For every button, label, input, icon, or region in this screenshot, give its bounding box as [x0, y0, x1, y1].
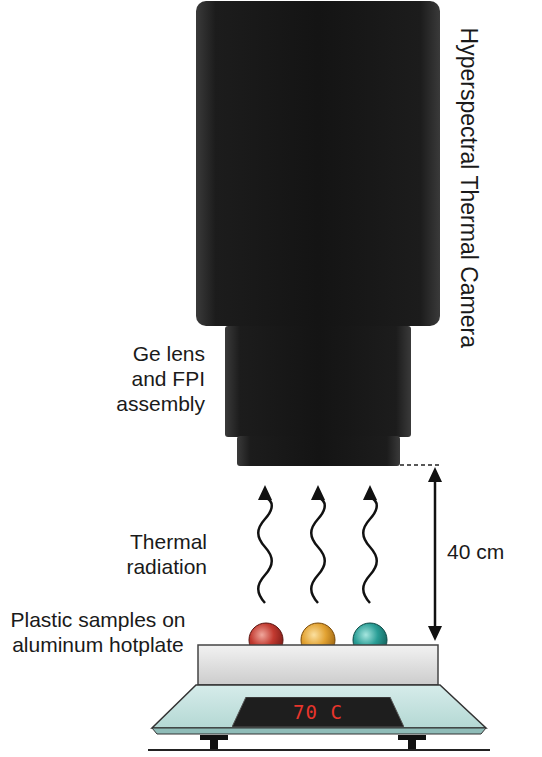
- sample-label: Plastic samples on aluminum hotplate: [2, 607, 194, 657]
- dimension-arrowhead: [428, 626, 442, 641]
- arrowhead: [363, 485, 377, 500]
- display-reading: 70 C: [293, 701, 343, 723]
- camera-label: Hyperspectral Thermal Camera: [454, 28, 482, 348]
- hotplate-foot: [210, 739, 218, 749]
- radiation-arrow: [363, 485, 377, 603]
- wave-line: [258, 497, 272, 603]
- dimension-line: [434, 480, 437, 628]
- wave-line: [311, 497, 325, 603]
- dimension-arrowhead: [428, 467, 442, 482]
- ground-line: [148, 749, 490, 751]
- wave-line: [363, 497, 377, 603]
- lens-assembly: [225, 326, 411, 437]
- hotplate-top: [152, 685, 486, 728]
- hotplate-edge: [152, 728, 486, 734]
- dimension-label: 40 cm: [447, 539, 537, 564]
- camera-body: [196, 1, 440, 326]
- display-panel: [232, 697, 404, 727]
- arrowhead: [311, 485, 325, 500]
- radiation-label: Thermal radiation: [95, 529, 207, 579]
- temperature-display: 70 C: [232, 697, 404, 727]
- dimension-extension: [400, 464, 440, 466]
- hotplate-foot: [408, 739, 416, 749]
- lens-label: Ge lens and FPI assembly: [105, 341, 205, 417]
- lens-tip: [237, 436, 400, 466]
- radiation-arrow: [311, 485, 325, 603]
- aluminum-block: [198, 645, 438, 685]
- radiation-arrow: [258, 485, 272, 603]
- arrowhead: [258, 485, 272, 500]
